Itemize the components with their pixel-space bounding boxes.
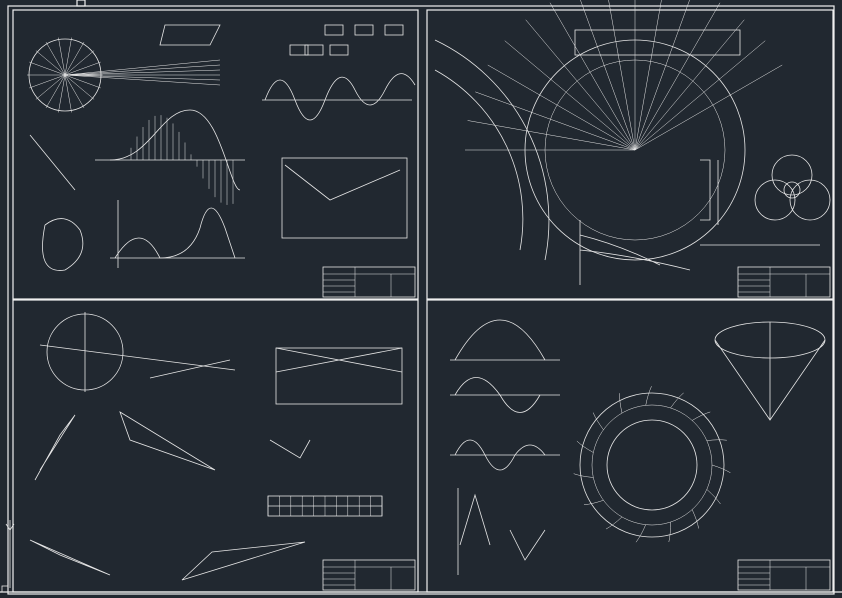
ray <box>487 64 636 151</box>
gear-tooth <box>670 392 684 409</box>
sheet-bottom-right <box>426 299 834 593</box>
sheet-top-left <box>12 9 419 300</box>
ray <box>64 41 85 76</box>
ray <box>64 74 85 109</box>
gear-tooth <box>691 509 699 529</box>
ray <box>467 120 636 151</box>
ray <box>64 74 101 89</box>
gear-tooth <box>645 386 652 406</box>
ray <box>634 0 690 151</box>
ray <box>29 61 66 76</box>
ray <box>35 74 66 100</box>
ray <box>64 74 95 100</box>
ray <box>64 74 221 81</box>
sheet-top-left-drawings <box>27 24 416 271</box>
ray <box>634 40 766 151</box>
ray <box>608 0 636 151</box>
ray <box>504 40 636 151</box>
outer-frame <box>7 5 835 595</box>
sheet-bottom-left-drawings <box>29 312 403 581</box>
gear-tooth <box>576 440 594 453</box>
sheet-bottom-right-drawings <box>450 319 826 575</box>
grip-marker[interactable] <box>76 0 86 7</box>
sheet-top-right-drawings <box>434 0 831 285</box>
gear-tooth <box>711 464 731 474</box>
gear-tooth <box>605 516 623 530</box>
sheet-top-right <box>426 9 834 300</box>
sheet-frame <box>426 9 834 300</box>
block-box <box>354 24 374 36</box>
block-box <box>289 44 309 56</box>
block-box <box>384 24 404 36</box>
ray <box>634 0 662 151</box>
title-block <box>322 266 416 298</box>
sheet-frame <box>12 9 419 300</box>
ray <box>58 74 66 113</box>
ray <box>35 50 66 76</box>
sheet-frame <box>12 299 419 593</box>
ray <box>64 61 101 76</box>
gear-tooth <box>706 439 727 441</box>
block-box <box>329 44 349 56</box>
ray <box>29 74 66 89</box>
gear-tooth <box>668 522 671 543</box>
gear-tooth <box>706 489 721 505</box>
sheet-bottom-left <box>12 299 419 593</box>
block-box <box>304 44 324 56</box>
block-box <box>324 24 344 36</box>
ray <box>58 37 66 76</box>
title-block <box>737 266 831 298</box>
ray <box>634 2 721 151</box>
gear-tooth <box>635 524 646 543</box>
ray <box>475 91 636 151</box>
title-block <box>737 559 831 591</box>
gear-tooth <box>592 412 604 430</box>
ray <box>64 74 221 86</box>
ray <box>64 59 221 76</box>
ray <box>64 50 95 76</box>
ray <box>634 19 745 151</box>
gear-tooth <box>583 500 604 506</box>
title-block <box>322 559 416 591</box>
ray <box>64 37 72 76</box>
ray <box>549 2 636 151</box>
ray <box>634 64 783 151</box>
gear-tooth <box>573 473 594 478</box>
ray <box>64 64 221 76</box>
ray <box>45 41 66 76</box>
gear-tooth <box>619 393 623 414</box>
ray <box>580 0 636 151</box>
gear-tooth <box>692 411 711 421</box>
ray <box>525 19 636 151</box>
ray <box>45 74 66 109</box>
sheet-frame <box>426 299 834 593</box>
ray <box>64 69 221 76</box>
ray <box>64 74 72 113</box>
